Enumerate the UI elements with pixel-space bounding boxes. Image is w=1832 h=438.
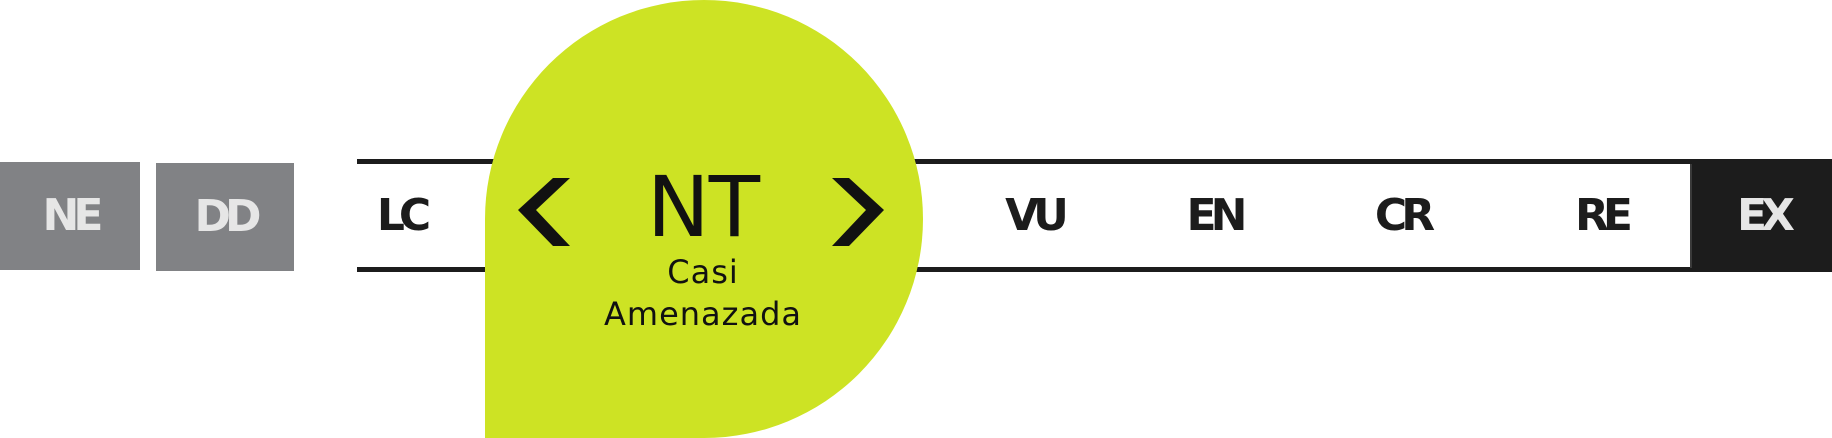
category-ne-label: NE: [42, 190, 104, 241]
category-re[interactable]: RE: [1546, 162, 1656, 270]
category-re-label: RE: [1575, 190, 1633, 241]
selected-category-bubble: [485, 0, 923, 438]
category-dd-label: DD: [194, 191, 261, 242]
category-scale-band: [357, 159, 1832, 272]
category-en[interactable]: EN: [1159, 162, 1269, 270]
selected-category-abbr: NT: [646, 158, 760, 256]
category-lc-label: LC: [376, 190, 431, 241]
category-lc[interactable]: LC: [346, 162, 456, 270]
selected-category-name-line2: Amenazada: [604, 295, 802, 333]
category-ex-label: EX: [1737, 190, 1795, 241]
previous-category-button[interactable]: [516, 176, 576, 248]
chevron-right-icon: [832, 178, 884, 246]
next-category-button[interactable]: [826, 176, 886, 248]
category-cr[interactable]: CR: [1347, 162, 1457, 270]
chevron-left-icon: [518, 178, 570, 246]
category-ex[interactable]: EX: [1690, 164, 1832, 268]
category-en-label: EN: [1186, 190, 1248, 241]
selected-category: NT Casi Amenazada: [520, 165, 886, 333]
category-ne[interactable]: NE: [0, 162, 140, 270]
category-vu-label: VU: [1005, 190, 1069, 241]
category-dd[interactable]: DD: [156, 163, 294, 271]
category-cr-label: CR: [1374, 190, 1435, 241]
selected-category-name-line1: Casi: [667, 253, 739, 291]
category-vu[interactable]: VU: [979, 162, 1089, 270]
